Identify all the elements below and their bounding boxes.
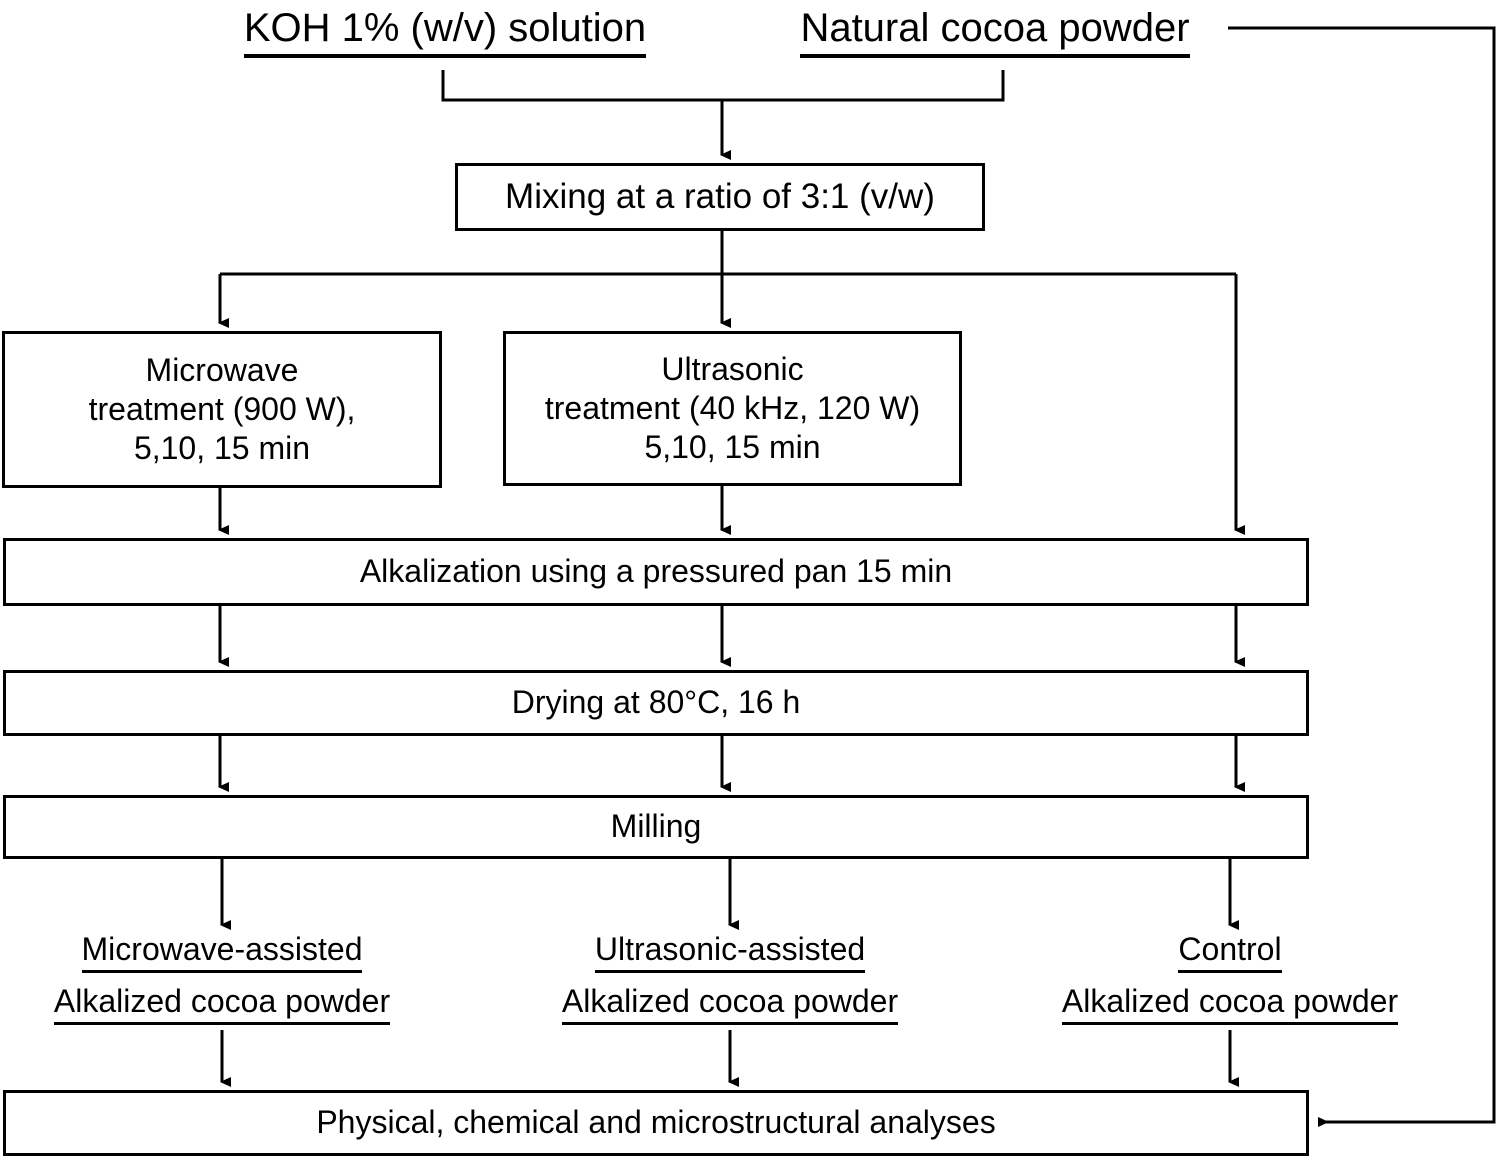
connector-inputs-bracket [441, 70, 1005, 102]
step-milling-label: Milling [610, 808, 702, 845]
step-analyses-label: Physical, chemical and microstructural a… [316, 1104, 996, 1141]
output-control-line2: Alkalized cocoa powder [1061, 982, 1399, 1026]
step-mixing-label: Mixing at a ratio of 3:1 (v/w) [505, 176, 935, 216]
step-analyses: Physical, chemical and microstructural a… [3, 1090, 1309, 1156]
output-ultrasonic-assisted: Ultrasonic-assisted Alkalized cocoa powd… [530, 930, 930, 1030]
step-alkalization-label: Alkalization using a pressured pan 15 mi… [359, 553, 953, 590]
connector-cocoa-bypass-to-analyses [1228, 26, 1496, 1127]
step-alkalization: Alkalization using a pressured pan 15 mi… [3, 538, 1309, 606]
output-microwave-line1: Microwave-assisted [81, 930, 363, 974]
step-microwave-treatment: Microwave treatment (900 W), 5,10, 15 mi… [2, 331, 442, 488]
output-control: Control Alkalized cocoa powder [1030, 930, 1430, 1030]
input-natural-cocoa-powder: Natural cocoa powder [760, 2, 1230, 60]
output-ultrasonic-line2: Alkalized cocoa powder [561, 982, 899, 1026]
output-control-line1: Control [1178, 930, 1282, 974]
output-ultrasonic-line1: Ultrasonic-assisted [594, 930, 866, 974]
step-ultrasonic-treatment: Ultrasonic treatment (40 kHz, 120 W) 5,1… [503, 331, 962, 486]
step-drying-label: Drying at 80°C, 16 h [511, 684, 801, 721]
step-mixing: Mixing at a ratio of 3:1 (v/w) [455, 163, 985, 231]
input-koh-solution: KOH 1% (w/v) solution [185, 2, 705, 60]
input-koh-label: KOH 1% (w/v) solution [243, 4, 647, 59]
output-microwave-assisted: Microwave-assisted Alkalized cocoa powde… [22, 930, 422, 1030]
input-cocoa-label: Natural cocoa powder [800, 4, 1190, 59]
output-microwave-line2: Alkalized cocoa powder [53, 982, 391, 1026]
step-ultrasonic-label: Ultrasonic treatment (40 kHz, 120 W) 5,1… [544, 350, 921, 466]
step-milling: Milling [3, 795, 1309, 859]
step-microwave-label: Microwave treatment (900 W), 5,10, 15 mi… [88, 351, 356, 467]
step-drying: Drying at 80°C, 16 h [3, 670, 1309, 736]
